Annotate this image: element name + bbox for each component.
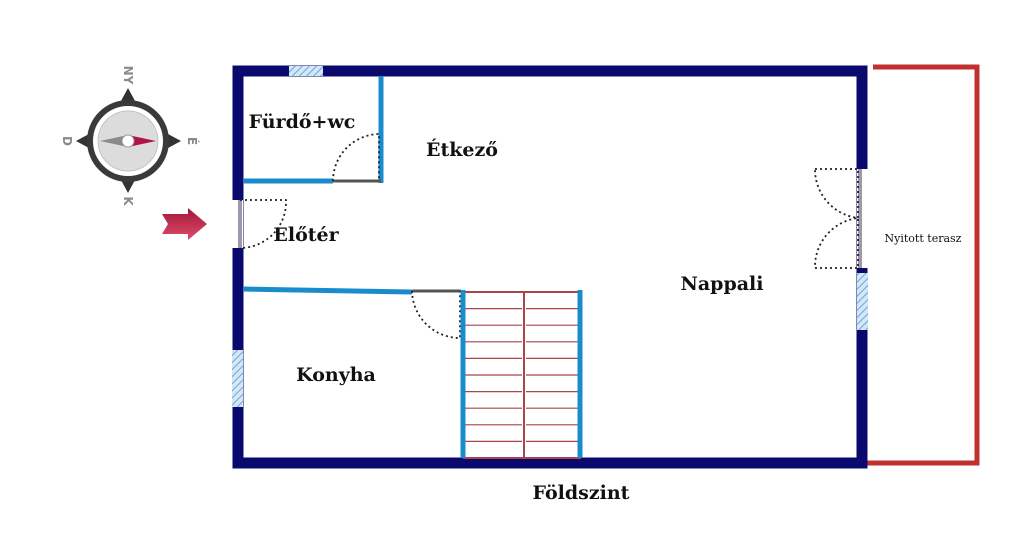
window-top <box>289 66 323 76</box>
bathroom-door-swing <box>332 133 380 182</box>
kitchen-wall <box>242 286 413 295</box>
kitchen-door-swing <box>411 290 461 339</box>
entrance-door-swing <box>239 199 287 249</box>
balcony-door-swing-bottom <box>814 216 859 269</box>
compass-letter-north: NY <box>121 66 135 85</box>
room-label-furdo: Fürdő+wc <box>249 111 356 133</box>
room-label-terasz: Nyitott terasz <box>885 232 962 245</box>
entrance-door-opening <box>232 200 243 248</box>
compass-letter-west: D <box>60 136 74 146</box>
balcony-door-swing-top <box>814 168 859 220</box>
floor-title: Földszint <box>533 482 630 504</box>
terrace-outline <box>866 64 980 466</box>
compass-letter-south: K <box>121 196 135 206</box>
window-left <box>232 350 243 407</box>
entrance-arrow-icon <box>162 208 207 240</box>
room-label-eloter: Előtér <box>273 224 339 246</box>
room-label-nappali: Nappali <box>681 273 764 295</box>
window-right <box>857 273 868 330</box>
room-label-konyha: Konyha <box>296 364 376 386</box>
staircase <box>460 290 583 459</box>
balcony-door-opening <box>857 169 868 268</box>
compass-icon <box>76 88 181 193</box>
compass-letter-east: É <box>185 137 200 145</box>
room-label-etkezo: Étkező <box>426 138 498 161</box>
